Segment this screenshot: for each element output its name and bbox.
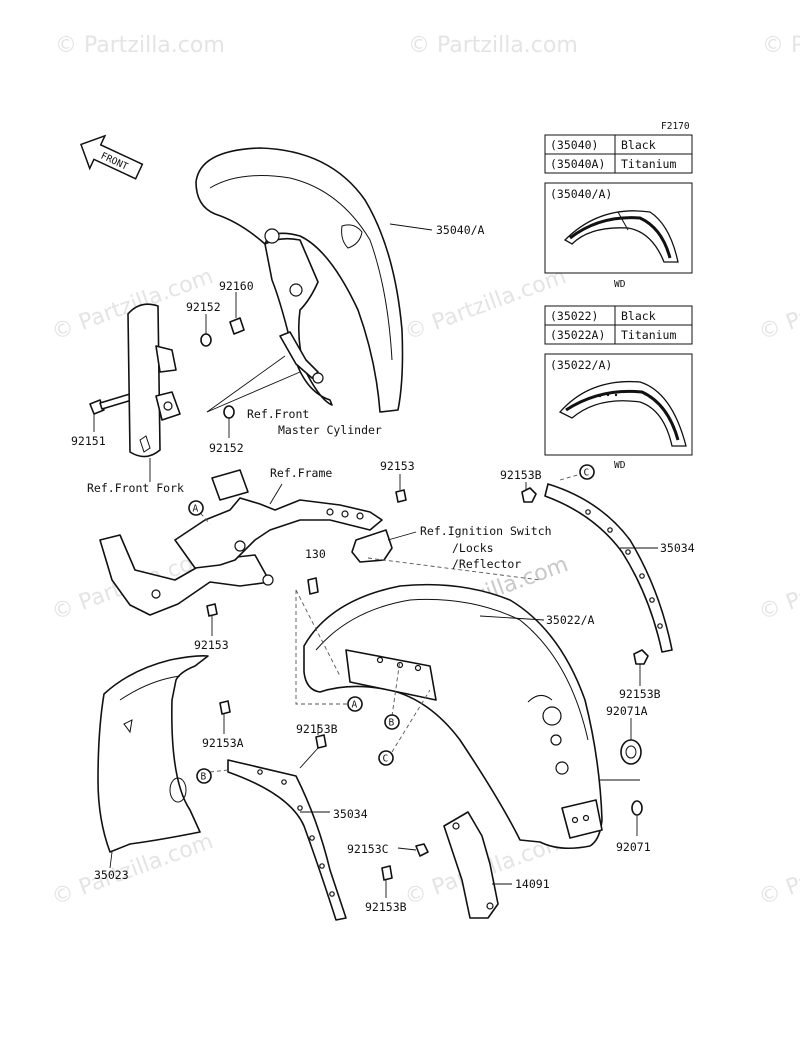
watermark: © Partzilla.com [55, 33, 225, 58]
inset-35040: (35040/A) WD [544, 182, 693, 290]
part-label: 92153B [296, 722, 338, 736]
part-label: 92153 [194, 638, 229, 652]
master-cylinder-bracket [279, 331, 324, 384]
watermark: © Partzilla.com [756, 829, 800, 911]
table-cell: Titanium [621, 157, 676, 171]
part-label: 92153A [202, 736, 244, 750]
part-label: 92153C [347, 842, 389, 856]
nut-92153B-right-top [521, 487, 537, 503]
part-label: Ref.Front [247, 407, 309, 421]
callout-c: C [383, 754, 389, 765]
callout-b: B [389, 718, 395, 729]
part-label: 35034 [333, 807, 368, 821]
watermark: © Partzilla.com [756, 544, 800, 626]
table-cell: (35040) [550, 138, 598, 152]
ignition-bracket [351, 529, 393, 563]
color-table-35040: (35040) Black (35040A) Titanium [544, 134, 693, 174]
part-label: 35040/A [436, 223, 485, 237]
grommet-92071 [631, 800, 643, 816]
washer-92152-top [200, 333, 212, 347]
part-label: 35023 [94, 868, 129, 882]
nut-92153B-right-bot [633, 649, 649, 665]
bracket-14091 [443, 811, 499, 919]
part-label: Ref.Ignition Switch [420, 524, 552, 538]
figure-code: F2170 [661, 121, 690, 132]
bolt-92153-mid [206, 603, 218, 617]
callout-a: A [193, 504, 199, 515]
watermark: © Partzilla.com [756, 264, 800, 346]
callouts: A C A B C B [188, 464, 595, 784]
part-labels: 35040/A 92160 92152 92151 92152 Ref.Fron… [71, 223, 695, 914]
inset-caption: WD [614, 279, 626, 290]
front-fork [127, 303, 181, 458]
callout-b: B [201, 772, 207, 783]
inset-title: (35040/A) [550, 187, 612, 201]
part-label: 14091 [515, 877, 550, 891]
table-cell: Titanium [621, 328, 676, 342]
washer-92152-bot [223, 405, 235, 419]
watermark: © Partzilla.com [402, 264, 570, 346]
washer-92160 [229, 317, 245, 335]
rail-35034-left [227, 759, 347, 921]
part-label: Ref.Front Fork [87, 481, 184, 495]
part-label: 92151 [71, 434, 106, 448]
bolt-130 [307, 577, 319, 595]
inner-fender-35023 [97, 655, 209, 853]
part-label: 92160 [219, 279, 254, 293]
part-label: 92071A [606, 704, 648, 718]
part-label: 92153B [500, 468, 542, 482]
inset-caption: WD [614, 460, 626, 471]
watermark: © Partzilla.com [408, 33, 578, 58]
part-label: Ref.Frame [270, 466, 332, 480]
part-label: 35022/A [546, 613, 595, 627]
part-label: 92152 [186, 300, 221, 314]
frame [99, 469, 383, 616]
table-cell: Black [621, 138, 656, 152]
callout-c: C [584, 468, 590, 479]
part-label: 35034 [660, 541, 695, 555]
table-cell: Black [621, 309, 656, 323]
part-label: 130 [305, 547, 326, 561]
part-label: 92153B [619, 687, 661, 701]
front-fender-35040A [195, 147, 404, 413]
front-arrow: FRONT [80, 134, 144, 180]
part-label: 92153B [365, 900, 407, 914]
grommet-92071A [620, 739, 642, 765]
bolt-92153B-bot [381, 865, 393, 881]
table-cell: (35022) [550, 309, 598, 323]
rail-35034-right [544, 483, 673, 653]
bolt-92153-top [395, 489, 407, 503]
bolt-92151 [89, 393, 133, 415]
inset-35022: (35022/A) WD [544, 353, 693, 471]
leader-lines [93, 223, 658, 898]
part-label: Master Cylinder [278, 423, 382, 437]
part-label: 92153 [380, 459, 415, 473]
part-label: 92071 [616, 840, 651, 854]
watermark: © Partzilla.com [762, 33, 800, 58]
rear-fender-35022A [303, 583, 603, 850]
part-label: /Locks [452, 541, 494, 555]
bolt-92153A [219, 700, 231, 715]
color-table-35022: (35022) Black (35022A) Titanium [544, 305, 693, 345]
bolt-92153B-mid [315, 734, 327, 749]
table-cell: (35040A) [550, 157, 605, 171]
inset-title: (35022/A) [550, 358, 612, 372]
part-label: /Reflector [452, 557, 521, 571]
part-label: 92152 [209, 441, 244, 455]
table-cell: (35022A) [550, 328, 605, 342]
callout-a: A [352, 700, 358, 711]
nut-92153C [415, 843, 429, 857]
